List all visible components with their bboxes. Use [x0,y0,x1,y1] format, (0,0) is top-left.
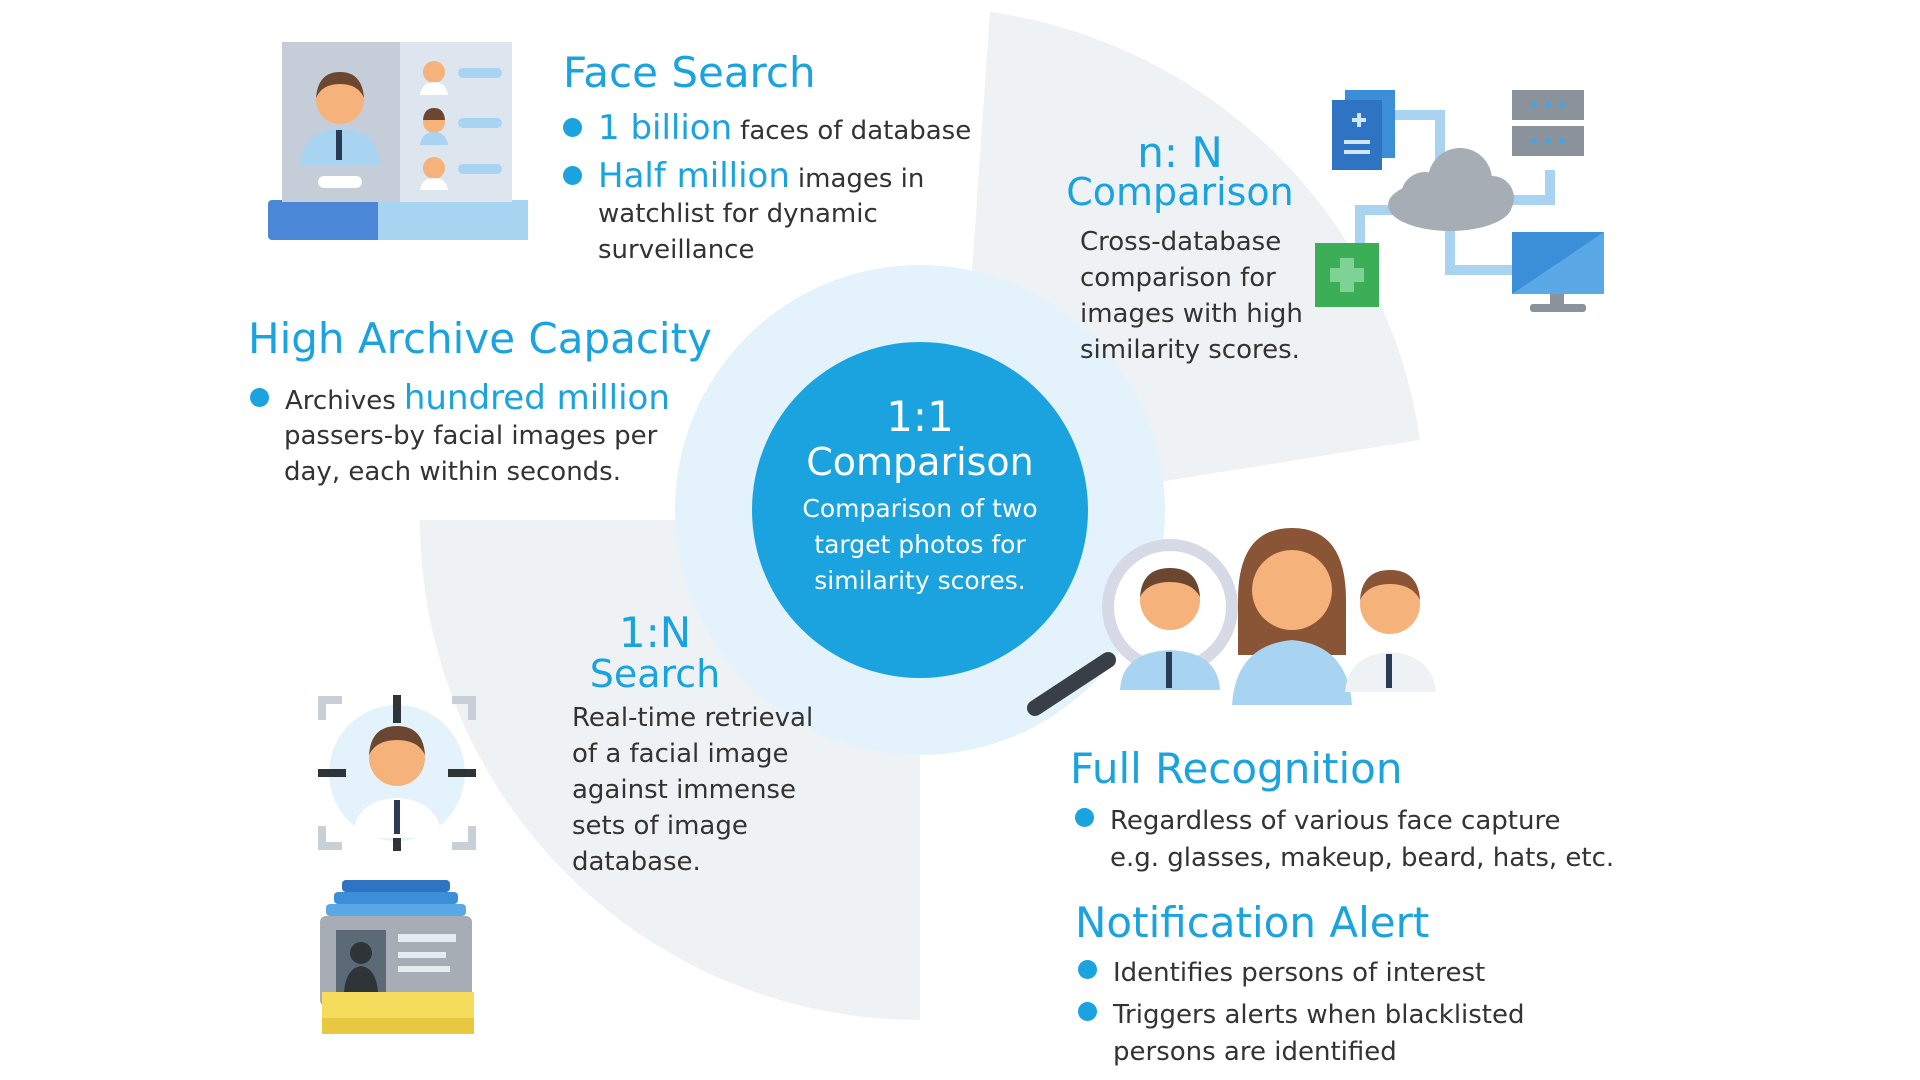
id-card-stack-icon [320,880,474,1034]
highlight-text: hundred million [403,378,670,418]
oneN-line-1: Real-time retrieval [572,703,814,733]
oneN-title-line-1: 1:N [618,608,692,657]
highlight-text: Half million [598,156,790,196]
full-recognition-bullet: Regardless of various face capture [1075,806,1561,836]
face-search-bullet-2-line-2: surveillance [598,235,755,265]
bullet-prefix: Archives [285,386,396,416]
nN-line-4: similarity scores. [1080,335,1300,365]
notification-bullet-2-line-2: persons are identified [1113,1037,1397,1067]
center-title-line-1: 1:1 [886,392,954,441]
bullet-text: Identifies persons of interest [1113,958,1486,988]
oneN-line-3: against immense [572,775,796,805]
bullet-dot [563,118,582,137]
center-circle [752,342,1088,678]
bullet-dot [250,388,269,407]
bullet-text: images in [797,164,925,194]
notification-bullet-1: Identifies persons of interest [1078,958,1485,988]
nN-line-3: images with high [1080,299,1303,329]
people-magnifier-icon [1027,528,1436,716]
nN-line-2: comparison for [1080,263,1276,293]
bullet-dot [563,166,582,185]
face-search-bullet-2: Half million images in [563,156,924,196]
cloud-network-icon [1315,90,1604,312]
bullet-text: Regardless of various face capture [1110,806,1561,836]
full-recognition-line-2: e.g. glasses, makeup, beard, hats, etc. [1110,843,1615,873]
bullet-dot [1078,960,1097,979]
oneN-line-2: of a facial image [572,739,789,769]
oneN-title-line-2: Search [589,652,721,696]
oneN-line-4: sets of image [572,811,748,841]
nN-line-1: Cross-database [1080,227,1282,257]
face-search-bullet-1: 1 billion faces of database [563,108,971,148]
archive-bullet: Archives hundred million [250,378,670,418]
highlight-text: 1 billion [598,108,733,148]
bullet-text: Triggers alerts when blacklisted [1113,1000,1525,1030]
center-line-1: Comparison of two [802,494,1038,523]
center-title-line-2: Comparison [806,440,1034,484]
bullet-dot [1078,1002,1097,1021]
nN-title-line-2: Comparison [1066,170,1294,214]
face-search-title: Face Search [563,48,816,97]
face-search-bullet-2-line-1: watchlist for dynamic [598,199,878,229]
archive-line-1: passers-by facial images per [284,421,658,451]
center-line-2: target photos for [814,530,1026,559]
center-line-3: similarity scores. [814,566,1026,595]
nN-title-line-1: n: N [1137,128,1223,177]
notification-title: Notification Alert [1075,898,1430,947]
bullet-text: faces of database [740,116,972,146]
face-target-icon [318,695,476,851]
notification-bullet-2: Triggers alerts when blacklisted [1078,1000,1525,1030]
full-recognition-title: Full Recognition [1070,744,1403,793]
bullet-dot [1075,808,1094,827]
archive-title: High Archive Capacity [248,314,712,363]
oneN-line-5: database. [572,847,701,877]
archive-line-2: day, each within seconds. [284,457,621,487]
face-search-card-icon [268,42,528,240]
